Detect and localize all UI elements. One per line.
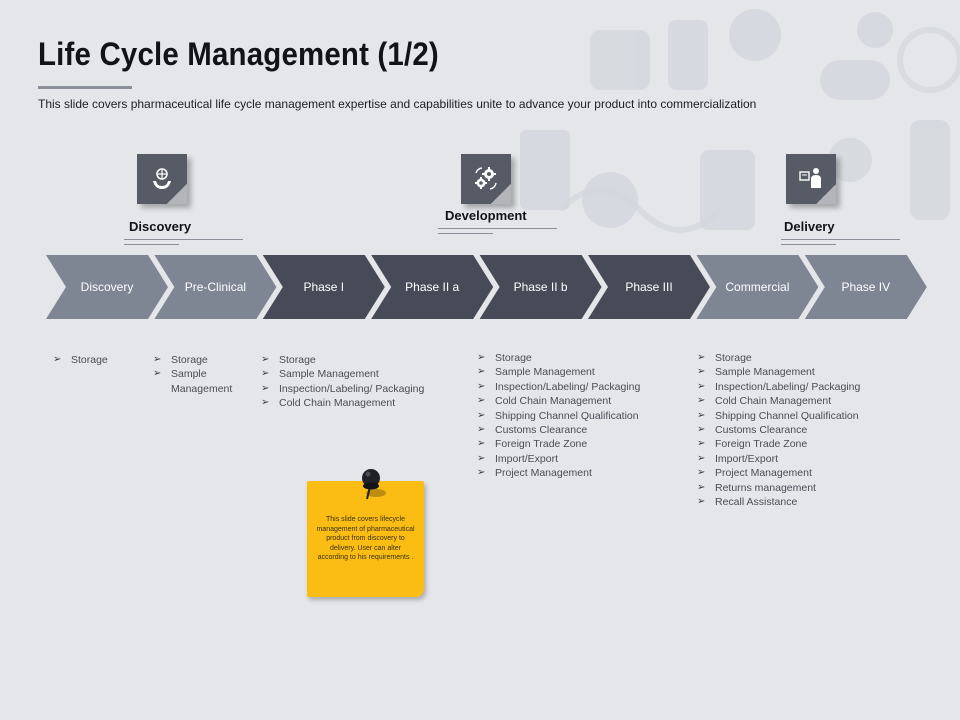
list-item: Inspection/Labeling/ Packaging — [477, 380, 640, 395]
stage-line — [438, 228, 557, 229]
list-item: Storage — [477, 351, 640, 366]
gears-icon — [461, 154, 511, 204]
sticky-note: This slide covers lifecycle management o… — [307, 481, 424, 597]
list-item: Foreign Trade Zone — [477, 437, 640, 452]
list-item: Storage — [261, 353, 424, 368]
list-item: Project Management — [697, 466, 860, 481]
list-item: Import/Export — [477, 452, 640, 467]
list-item: Sample Management — [697, 365, 860, 380]
stage-line — [781, 239, 900, 240]
list-item: Cold Chain Management — [261, 396, 424, 411]
discovery-list: Storage — [53, 353, 108, 368]
list-item: Cold Chain Management — [697, 394, 860, 409]
stage-line — [781, 244, 836, 245]
list-item: Project Management — [477, 466, 640, 481]
list-item: Cold Chain Management — [477, 394, 640, 409]
list-item: Management — [171, 382, 233, 395]
stage-line — [124, 244, 179, 245]
list-item: Customs Clearance — [477, 423, 640, 438]
list-item: Shipping Channel Qualification — [477, 409, 640, 424]
stage-line — [124, 239, 243, 240]
stage-line — [438, 233, 493, 234]
commercial-list: StorageSample ManagementInspection/Label… — [697, 351, 860, 510]
phase2-list: StorageSample ManagementInspection/Label… — [477, 351, 640, 481]
list-item: Shipping Channel Qualification — [697, 409, 860, 424]
delivery-person-icon — [786, 154, 836, 204]
list-item: Sample Management — [261, 367, 424, 382]
list-item: Sample Management — [477, 365, 640, 380]
push-pin-icon — [362, 469, 386, 500]
list-item: Sample — [153, 367, 232, 382]
sticky-note-text: This slide covers lifecycle management o… — [316, 516, 415, 562]
title-underline — [38, 86, 132, 89]
page-title: Life Cycle Management (1/2) — [38, 36, 439, 72]
stage-label-discovery: Discovery — [129, 219, 192, 234]
list-item: Inspection/Labeling/ Packaging — [697, 380, 860, 395]
phase1-list: StorageSample ManagementInspection/Label… — [261, 353, 424, 411]
list-item: Inspection/Labeling/ Packaging — [261, 382, 424, 397]
plant-in-hand-icon — [137, 154, 187, 204]
list-item: Storage — [697, 351, 860, 366]
list-item: Customs Clearance — [697, 423, 860, 438]
preclinical-list: StorageSampleManagement — [153, 353, 232, 396]
stage-label-development: Development — [445, 208, 527, 223]
stage-label-delivery: Delivery — [784, 219, 835, 234]
page-subtitle: This slide covers pharmaceutical life cy… — [38, 97, 757, 111]
list-item: Storage — [153, 353, 232, 368]
list-item: Import/Export — [697, 452, 860, 467]
list-item: Returns management — [697, 481, 860, 496]
list-item: Recall Assistance — [697, 495, 860, 510]
list-item: Foreign Trade Zone — [697, 437, 860, 452]
list-item: Storage — [53, 353, 108, 368]
